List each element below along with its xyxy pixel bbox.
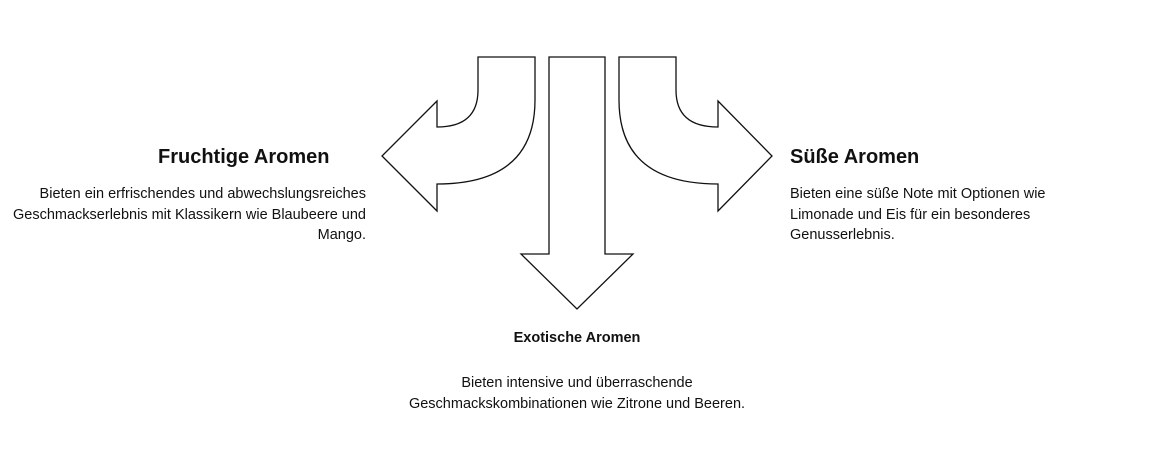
fruity-flavors-title: Fruchtige Aromen (158, 146, 330, 168)
left-curved-arrow (381, 56, 536, 213)
down-arrow (519, 56, 635, 310)
exotic-flavors-text: Bieten intensive und überraschende Gesch… (408, 375, 746, 412)
sweet-flavors-text: Bieten eine süße Note mit Optionen wie L… (790, 186, 1046, 243)
right-curved-arrow (618, 56, 773, 213)
fruity-flavors-text: Bieten ein erfrischendes und abwechslung… (13, 186, 366, 243)
exotic-flavors-title: Exotische Aromen (513, 330, 641, 346)
sweet-flavors-title: Süße Aromen (790, 146, 920, 168)
